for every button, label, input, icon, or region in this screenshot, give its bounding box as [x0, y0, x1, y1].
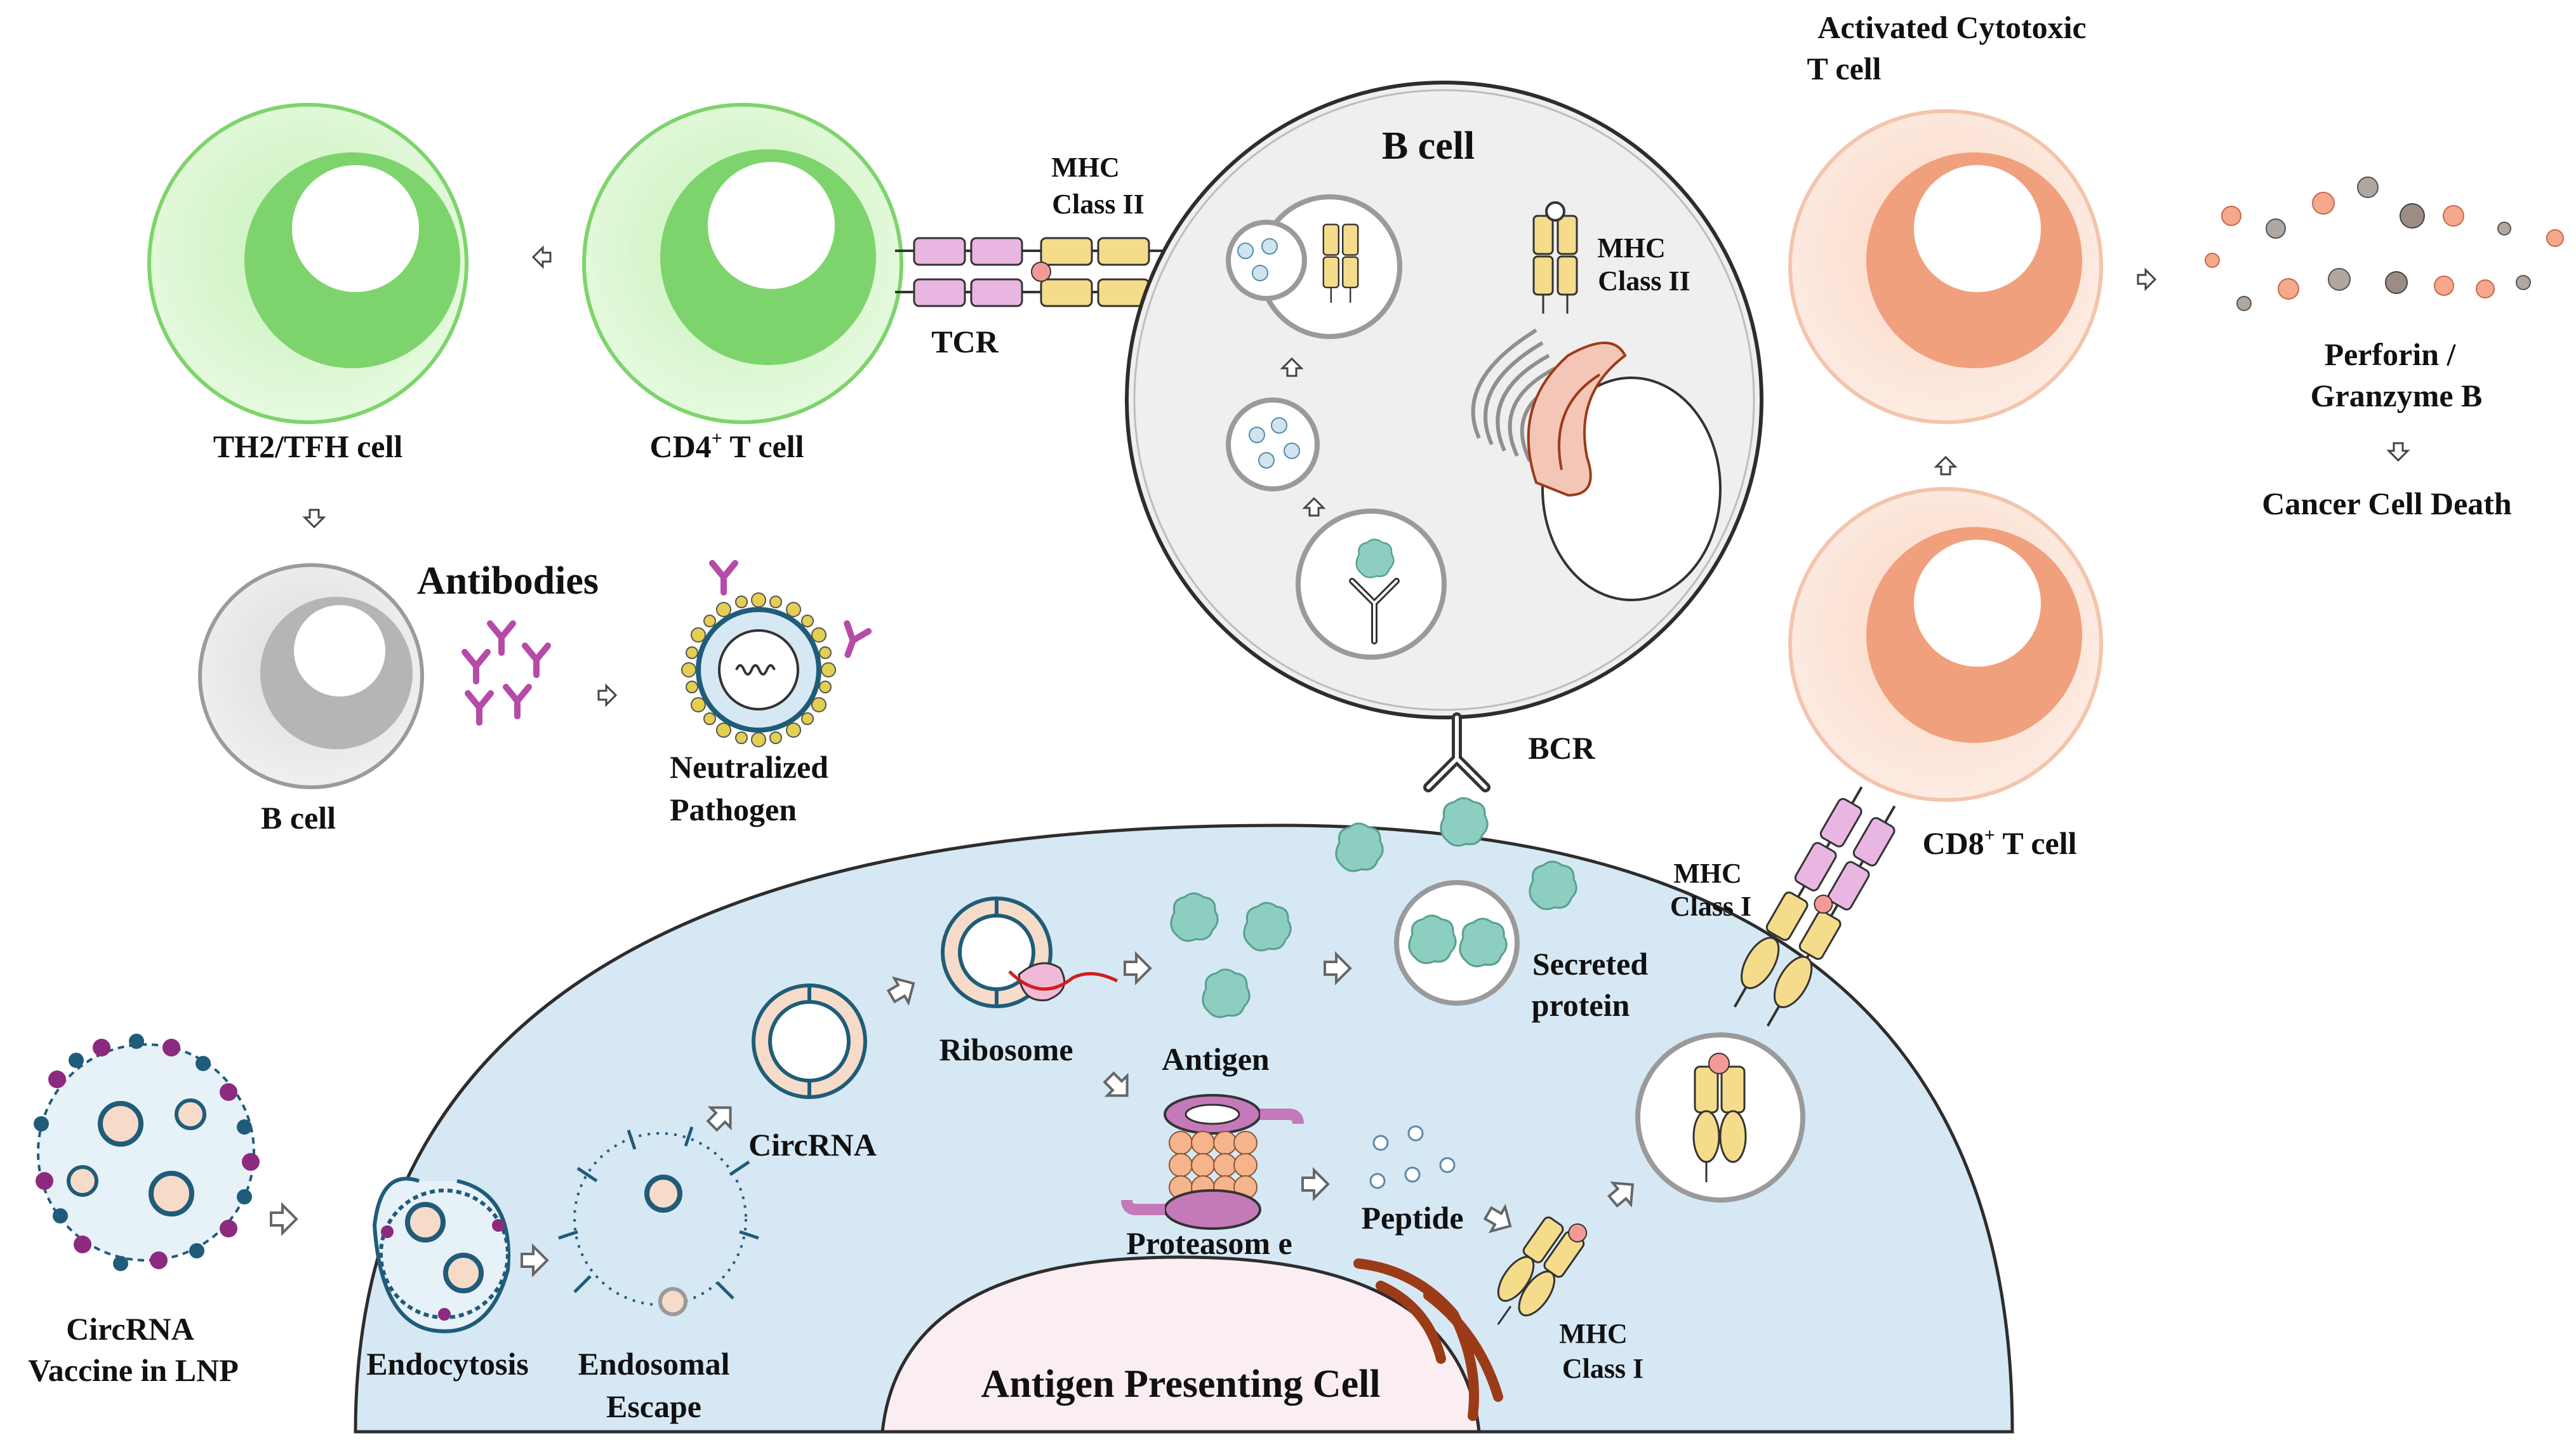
th2-tfh-label: TH2/TFH cell: [213, 429, 403, 464]
cd4-t-cell: [582, 103, 903, 424]
endosome-bcr: [1296, 509, 1447, 660]
mhc2-top-label-line2: Class II: [1052, 189, 1145, 220]
mhc2-inside-label-line2: Class II: [1598, 265, 1690, 297]
mhc1-right-label-line1: MHC: [1673, 858, 1742, 889]
cd8-t-cell: [1788, 487, 2103, 802]
activated-label-line2: T cell: [1807, 51, 1881, 86]
neutralized-label-line2: Pathogen: [670, 792, 797, 827]
lnp-vaccine: [34, 1034, 260, 1271]
tcr-mhc2-interaction: [895, 237, 1174, 307]
arrow-cd8-to-activated: [1935, 456, 1956, 476]
peptide-label: Peptide: [1361, 1200, 1463, 1236]
arrow-to-perforin: [2137, 269, 2156, 290]
peptide-cluster: [1369, 1125, 1456, 1189]
neutralized-pathogen: [681, 563, 868, 747]
bcr-receptor: [1423, 712, 1490, 792]
vaccine-label-line2: Vaccine in LNP: [28, 1352, 239, 1388]
proteasome: [1121, 1094, 1304, 1230]
tcr-mhc1-interaction: [1733, 786, 1896, 1027]
vesicle-mhc: [1226, 194, 1402, 339]
endocytosis-label: Endocytosis: [366, 1346, 529, 1382]
arrow-cd4-to-th2: [532, 246, 552, 268]
b-cell-nucleus: [1541, 377, 1722, 601]
mhc2-block: [1097, 237, 1150, 266]
tcr-label: TCR: [931, 324, 999, 359]
vesicle-mhc1: [1635, 1032, 1805, 1203]
endosomal-label-line1: Endosomal: [578, 1346, 730, 1382]
mhc2-block: [1040, 237, 1093, 266]
mhc2-block: [1040, 278, 1093, 307]
tcr-block: [970, 278, 1023, 307]
th2-tfh-cell: [147, 103, 468, 424]
activated-label-line1: Activated Cytotoxic: [1817, 10, 2087, 45]
tcr-block: [970, 237, 1023, 266]
perforin-label-line1: Perforin /: [2325, 337, 2457, 372]
mhc1-bottom-label-line2: Class I: [1562, 1353, 1643, 1384]
endocytosis: [372, 1177, 510, 1333]
arrow-th2-to-bcell: [303, 509, 325, 528]
endosomal-escape: [558, 1126, 759, 1316]
ribosome: [941, 897, 1119, 1008]
activated-cytotoxic-t-cell: [1788, 109, 2103, 424]
secreted-label-line2: protein: [1532, 987, 1630, 1023]
mhc1-apc-complex: [1497, 1217, 1588, 1325]
bcr-label: BCR: [1528, 730, 1595, 766]
arrow-to-neutralized: [597, 684, 617, 706]
cancer-death-label: Cancer Cell Death: [2262, 486, 2512, 521]
mhc2-inside-label-line1: MHC: [1597, 232, 1666, 263]
vaccine-label-line1: CircRNA: [66, 1311, 194, 1347]
antigen-label: Antigen: [1162, 1041, 1270, 1077]
secreted-label-line1: Secreted: [1532, 946, 1649, 982]
apc-label: Antigen Presenting Cell: [981, 1363, 1380, 1406]
vesicle-peptides: [1226, 397, 1320, 491]
perforin-granules: [2205, 177, 2564, 311]
endosomal-label-line2: Escape: [606, 1389, 701, 1424]
mhc1-right-label-line2: Class I: [1670, 891, 1751, 922]
b-cell-small: [198, 563, 424, 789]
nucleus: [880, 1255, 1481, 1434]
b-cell-large-label: B cell: [1382, 124, 1475, 168]
mhc1-bottom-label-line1: MHC: [1559, 1318, 1628, 1349]
er-b-cell: [1527, 342, 1627, 497]
peptide-dot: [1031, 262, 1051, 282]
neutralized-label-line1: Neutralized: [670, 749, 828, 785]
er-apc: [1353, 1258, 1503, 1421]
antibodies-label: Antibodies: [417, 559, 599, 603]
b-cell-small-label: B cell: [261, 800, 336, 836]
arrow-to-cancer-death: [2387, 442, 2409, 462]
secreted-protein: [1335, 797, 1577, 1006]
cd4-label: CD4+ T cell: [649, 428, 804, 464]
ribosome-label: Ribosome: [939, 1032, 1073, 1067]
b-cell-large: B cell MHC Class II: [1125, 81, 1763, 719]
circrna: [752, 983, 867, 1099]
proteasome-label: Proteasom e: [1126, 1225, 1292, 1261]
tcr-block: [913, 237, 966, 266]
arrow-lnp-to-endocytosis: [270, 1204, 298, 1234]
cd8-label: CD8+ T cell: [1922, 825, 2076, 861]
antibody-group: [465, 623, 548, 723]
perforin-label-line2: Granzyme B: [2311, 378, 2483, 413]
tcr-block: [913, 278, 966, 307]
mhc2-top-label-line1: MHC: [1051, 152, 1120, 183]
circrna-label: CircRNA: [748, 1127, 877, 1163]
